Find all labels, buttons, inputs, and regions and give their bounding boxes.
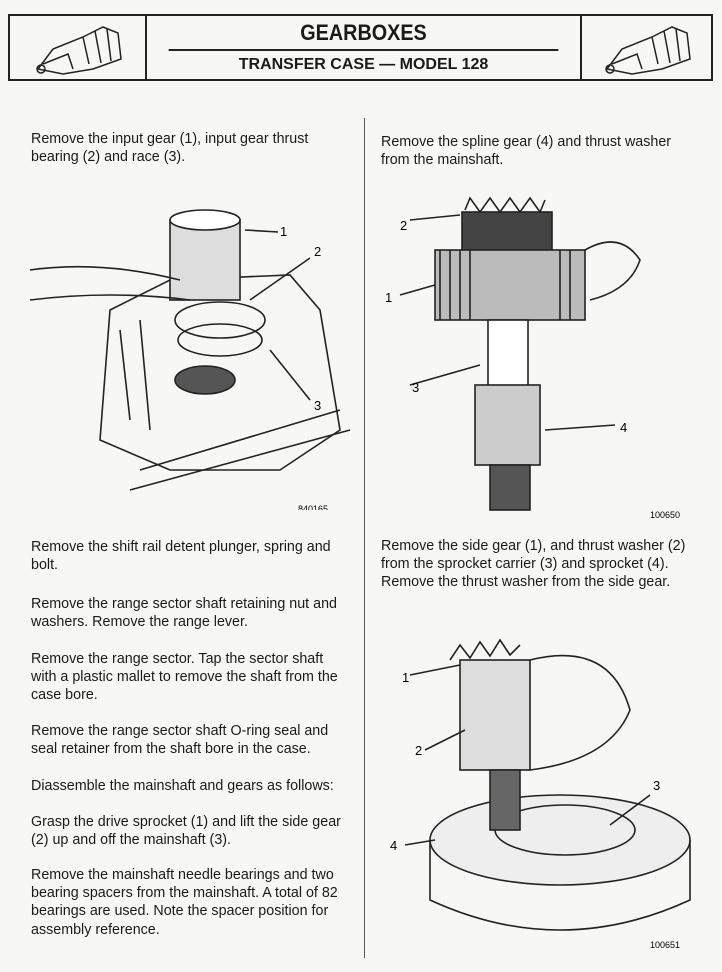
gearbox-logo-right [580,16,711,79]
instruction-paragraph: Remove the range sector shaft retaining … [31,596,337,631]
figure-id: 840165 [298,504,328,510]
callout-label: 4 [620,420,627,435]
callout-label: 2 [400,218,407,233]
instruction-paragraph: Remove the shift rail detent plunger, sp… [31,539,331,574]
page-header: GEARBOXES TRANSFER CASE — MODEL 128 [8,14,713,81]
callout-label: 1 [385,290,392,305]
gearbox-illustration-icon [35,25,122,75]
page-subtitle: TRANSFER CASE — MODEL 128 [238,56,489,74]
callout-label: 1 [402,670,409,685]
instruction-paragraph: Grasp the drive sprocket (1) and lift th… [31,814,341,849]
gearbox-illustration-icon [604,25,691,75]
instruction-paragraph: Remove the input gear (1), input gear th… [31,131,309,166]
callout-label: 1 [280,224,287,239]
figure-spline-gear-removal: 2 1 3 4 100650 [385,196,680,520]
callout-label: 2 [314,244,321,259]
callout-label: 3 [412,380,419,395]
callout-label: 4 [390,838,397,853]
instruction-paragraph: Remove the mainshaft needle bearings and… [31,867,338,938]
callout-label: 3 [314,398,321,413]
column-divider [364,118,365,958]
gearbox-logo-left [10,16,147,79]
instruction-paragraph: Remove the side gear (1), and thrust was… [381,538,686,591]
callout-label: 2 [415,743,422,758]
instruction-paragraph: Remove the range sector shaft O-ring sea… [31,723,329,758]
page-title: GEARBOXES [168,16,559,52]
instruction-paragraph: Diassemble the mainshaft and gears as fo… [31,778,334,794]
figure-id: 100651 [650,940,680,950]
figure-side-gear-removal: 1 2 3 4 100651 [390,638,691,950]
figure-input-gear-removal: 1 2 3 840165 [29,209,351,510]
instruction-paragraph: Remove the spline gear (4) and thrust wa… [381,134,672,169]
left-column: Remove the input gear (1), input gear th… [31,130,349,950]
figure-id: 100650 [650,510,680,520]
instruction-paragraph: Remove the range sector. Tap the sector … [31,651,338,704]
right-column: Remove the spline gear (4) and thrust wa… [381,133,699,953]
callout-label: 3 [653,778,660,793]
